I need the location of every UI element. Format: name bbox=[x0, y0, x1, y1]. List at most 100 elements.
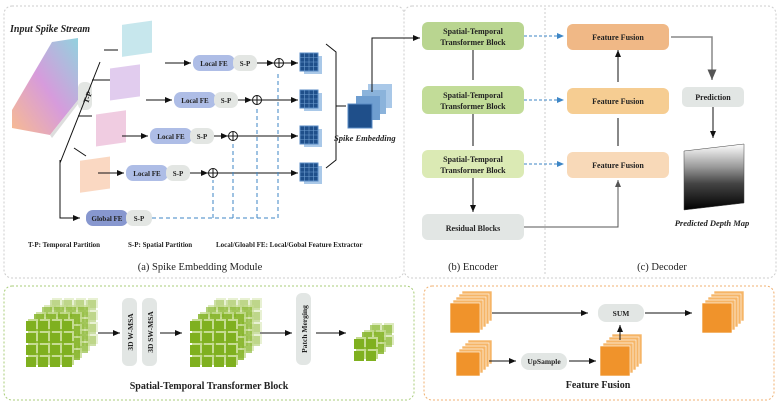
stb-label-line1: Spatial-Temporal bbox=[443, 155, 503, 164]
token-cube bbox=[190, 345, 200, 355]
token-cube bbox=[38, 345, 48, 355]
token-cube-top bbox=[252, 334, 262, 344]
token-cube bbox=[226, 333, 236, 343]
feature-fusion-box bbox=[567, 88, 669, 114]
legend-sp: S-P: Spatial Partition bbox=[128, 241, 192, 249]
add-icon-cross bbox=[274, 58, 284, 68]
swmsa-label: 3D SW-MSA bbox=[146, 311, 155, 353]
legend-tp: T-P: Temporal Partition bbox=[28, 241, 100, 249]
swmsa-box bbox=[142, 298, 157, 366]
token-cube bbox=[214, 333, 224, 343]
token-cube bbox=[234, 314, 244, 324]
token-cube bbox=[202, 357, 212, 367]
token-cube-top bbox=[252, 298, 262, 308]
token-cube bbox=[50, 357, 60, 367]
token-cube bbox=[242, 343, 252, 353]
token-cube bbox=[86, 312, 96, 322]
token-cube-top bbox=[252, 322, 262, 332]
sp-label: S-P bbox=[173, 170, 184, 178]
spike-slice-2 bbox=[110, 64, 140, 101]
token-cube bbox=[62, 345, 72, 355]
stb-label-line2: Transformer Block bbox=[440, 38, 506, 47]
global-sp-label: S-P bbox=[134, 215, 145, 223]
token-cube bbox=[50, 321, 60, 331]
spike-slice-1 bbox=[122, 20, 152, 57]
feature-fusion-label: Feature Fusion bbox=[592, 161, 644, 170]
feature-map-stack bbox=[599, 345, 631, 377]
token-cube-top bbox=[88, 334, 98, 344]
token-cube bbox=[362, 332, 372, 342]
spike-slice-3 bbox=[96, 110, 126, 147]
bottom-left-border bbox=[3, 285, 415, 401]
caption-a: (a) Spike Embedding Module bbox=[138, 262, 263, 273]
token-cube bbox=[242, 319, 252, 329]
feature-cube-grid bbox=[300, 90, 318, 108]
token-cube-top bbox=[52, 298, 62, 308]
wmsa-label: 3D W-MSA bbox=[126, 313, 135, 351]
spike-embedding-stack bbox=[347, 84, 392, 129]
bottom-right-title: Feature Fusion bbox=[566, 380, 631, 391]
spike-embedding-label: Spike Embedding bbox=[334, 133, 396, 143]
depth-map-image bbox=[683, 143, 745, 211]
token-cube bbox=[202, 321, 212, 331]
token-cube-top bbox=[76, 298, 86, 308]
token-cube bbox=[202, 345, 212, 355]
token-cube bbox=[370, 325, 380, 335]
feature-map-stack bbox=[701, 302, 733, 334]
token-cube bbox=[242, 307, 252, 317]
spike-slice-4 bbox=[80, 156, 110, 193]
token-cube bbox=[374, 332, 384, 342]
sum-label: SUM bbox=[613, 309, 630, 318]
global-path-arrow bbox=[59, 160, 80, 221]
global-fe-label: Global FE bbox=[92, 215, 123, 223]
upsample-label: UpSample bbox=[527, 357, 561, 366]
token-cube bbox=[202, 333, 212, 343]
bottom-left-title: Spatial-Temporal Transformer Block bbox=[130, 381, 289, 392]
sum-box bbox=[598, 304, 644, 322]
stb-box bbox=[422, 22, 524, 50]
token-cube-top bbox=[88, 298, 98, 308]
token-cube-top bbox=[240, 298, 250, 308]
global-fe-box bbox=[86, 210, 128, 226]
token-cube bbox=[38, 321, 48, 331]
token-cube bbox=[250, 336, 260, 346]
embedding-to-encoder-arrow bbox=[371, 35, 420, 92]
feature-cube-grid bbox=[300, 163, 318, 181]
token-cube-top bbox=[88, 322, 98, 332]
token-cube bbox=[234, 350, 244, 360]
token-cube bbox=[86, 324, 96, 334]
token-cube bbox=[70, 350, 80, 360]
token-cube-top bbox=[88, 310, 98, 320]
wmsa-box bbox=[122, 298, 137, 366]
residual-blocks-box bbox=[422, 214, 524, 240]
token-cube bbox=[54, 307, 64, 317]
token-cube bbox=[226, 321, 236, 331]
token-cube bbox=[62, 300, 72, 310]
token-cube bbox=[38, 333, 48, 343]
token-cube bbox=[382, 325, 392, 335]
token-cube bbox=[190, 333, 200, 343]
token-cube bbox=[214, 300, 224, 310]
token-cube bbox=[218, 307, 228, 317]
token-cube-top bbox=[64, 298, 74, 308]
local-fe-label: Local FE bbox=[200, 60, 228, 68]
token-cube bbox=[366, 339, 376, 349]
caption-b: (b) Encoder bbox=[448, 262, 498, 273]
stb-label-line2: Transformer Block bbox=[440, 166, 506, 175]
stb-box bbox=[422, 86, 524, 114]
caption-c: (c) Decoder bbox=[637, 262, 687, 273]
token-cube bbox=[42, 307, 52, 317]
token-cube bbox=[26, 357, 36, 367]
stb-label-line1: Spatial-Temporal bbox=[443, 27, 503, 36]
sp-label: S-P bbox=[197, 133, 208, 141]
token-cube bbox=[374, 344, 384, 354]
token-cube bbox=[50, 333, 60, 343]
token-cube-top bbox=[216, 298, 226, 308]
token-cube-top bbox=[228, 298, 238, 308]
bottom-right-border bbox=[423, 285, 775, 401]
token-cube bbox=[214, 321, 224, 331]
token-cube bbox=[26, 321, 36, 331]
prediction-box bbox=[682, 87, 744, 107]
global-dashed-lines bbox=[152, 72, 279, 219]
token-cube bbox=[78, 319, 88, 329]
